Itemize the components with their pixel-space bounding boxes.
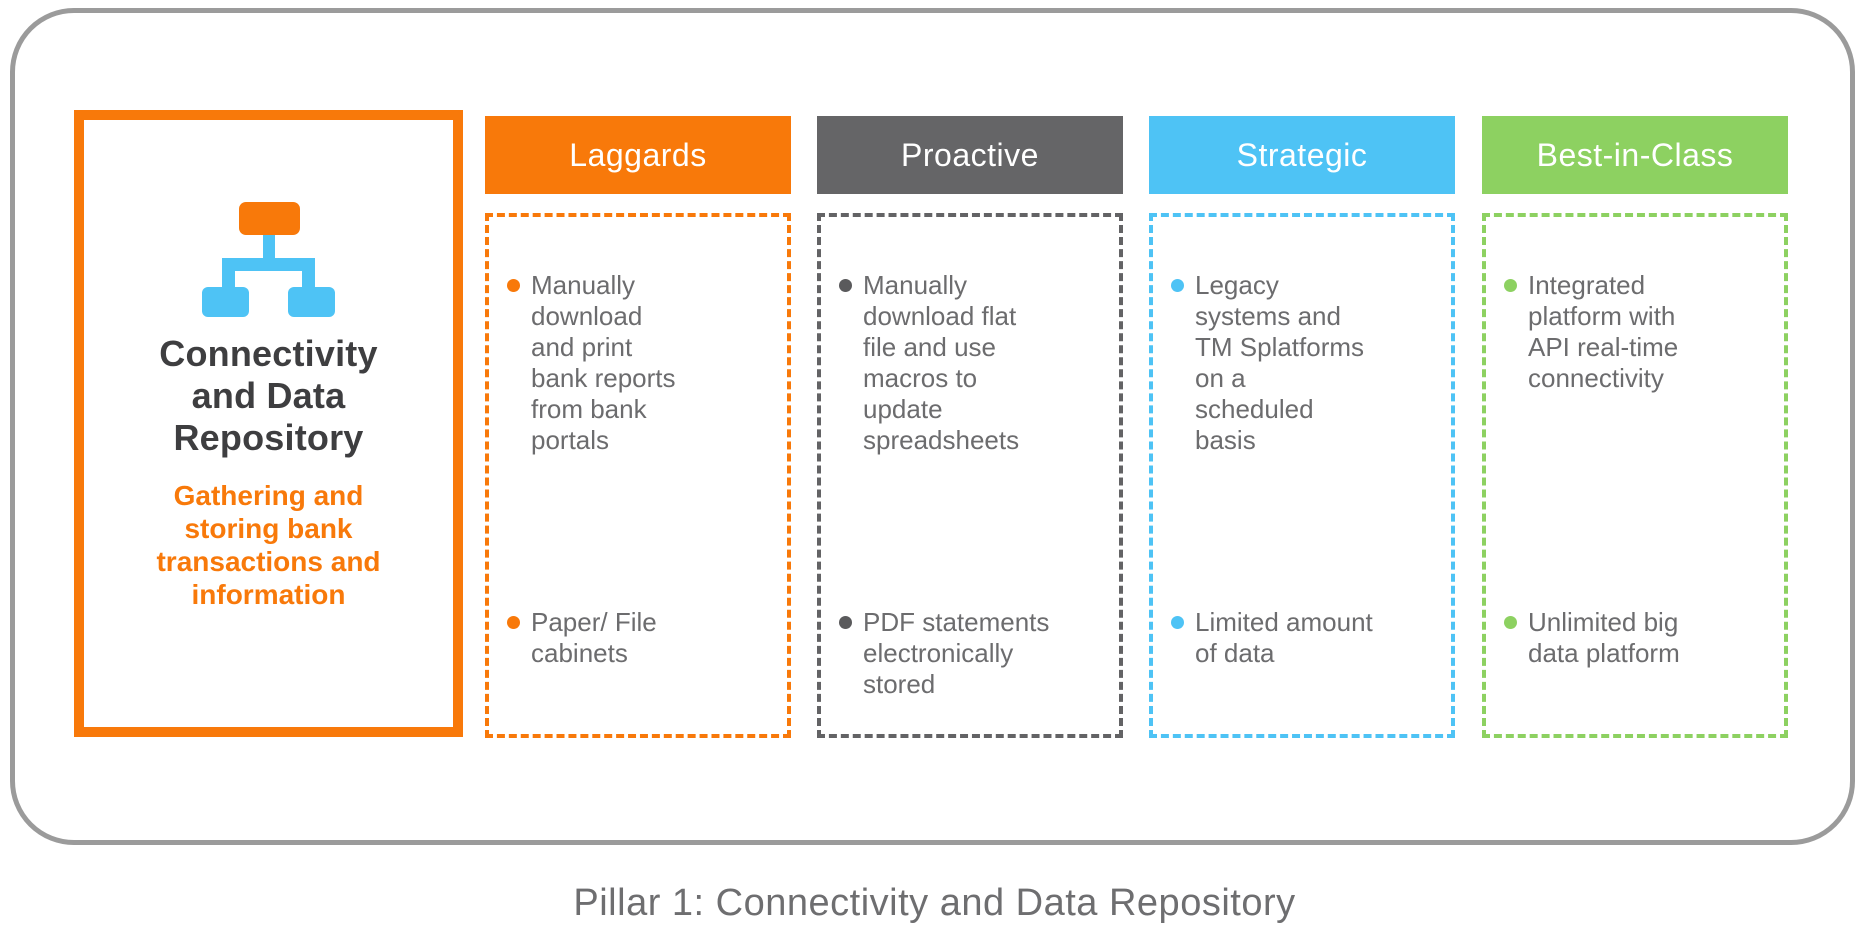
list-item: Limited amount of data <box>1171 607 1373 669</box>
bullet-dot-icon <box>839 616 852 629</box>
list-item: Integrated platform with API real-time c… <box>1504 270 1678 394</box>
bullet-text: Legacy systems and TM Splatforms on a sc… <box>1195 270 1365 455</box>
bullet-text: Paper/ File cabinets <box>531 607 657 668</box>
column-box-best-in-class: Integrated platform with API real-time c… <box>1482 213 1788 738</box>
bullet-dot-icon <box>1504 279 1517 292</box>
bullet-text: Unlimited big data platform <box>1528 607 1680 668</box>
column-header-proactive: Proactive <box>817 116 1123 194</box>
column-header-laggards: Laggards <box>485 116 791 194</box>
hierarchy-sitemap-icon <box>202 202 335 317</box>
bullet-dot-icon <box>507 616 520 629</box>
bullet-dot-icon <box>1171 279 1184 292</box>
column-box-strategic: Legacy systems and TM Splatforms on a sc… <box>1149 213 1455 738</box>
bullet-dot-icon <box>1504 616 1517 629</box>
pillar-title: Connectivity and Data Repository <box>159 333 378 458</box>
list-item: Paper/ File cabinets <box>507 607 657 669</box>
column-box-laggards: Manually download and print bank reports… <box>485 213 791 738</box>
list-item: Legacy systems and TM Splatforms on a sc… <box>1171 270 1364 456</box>
list-item: Manually download and print bank reports… <box>507 270 676 456</box>
bullet-text: Manually download and print bank reports… <box>531 270 676 455</box>
bullet-dot-icon <box>507 279 520 292</box>
bullet-text: Integrated platform with API real-time c… <box>1528 270 1679 393</box>
list-item: PDF statements electronically stored <box>839 607 1049 700</box>
list-item: Manually download flat file and use macr… <box>839 270 1019 456</box>
bullet-text: PDF statements electronically stored <box>863 607 1050 699</box>
bullet-text: Manually download flat file and use macr… <box>863 270 1020 455</box>
bullet-dot-icon <box>839 279 852 292</box>
column-header-best-in-class: Best-in-Class <box>1482 116 1788 194</box>
bullet-dot-icon <box>1171 616 1184 629</box>
pillar-subtitle: Gathering and storing bank transactions … <box>156 480 381 610</box>
column-box-proactive: Manually download flat file and use macr… <box>817 213 1123 738</box>
column-header-strategic: Strategic <box>1149 116 1455 194</box>
bullet-text: Limited amount of data <box>1195 607 1373 668</box>
pillar-card: Connectivity and Data Repository Gatheri… <box>74 110 463 737</box>
list-item: Unlimited big data platform <box>1504 607 1680 669</box>
figure-caption: Pillar 1: Connectivity and Data Reposito… <box>573 882 1296 924</box>
